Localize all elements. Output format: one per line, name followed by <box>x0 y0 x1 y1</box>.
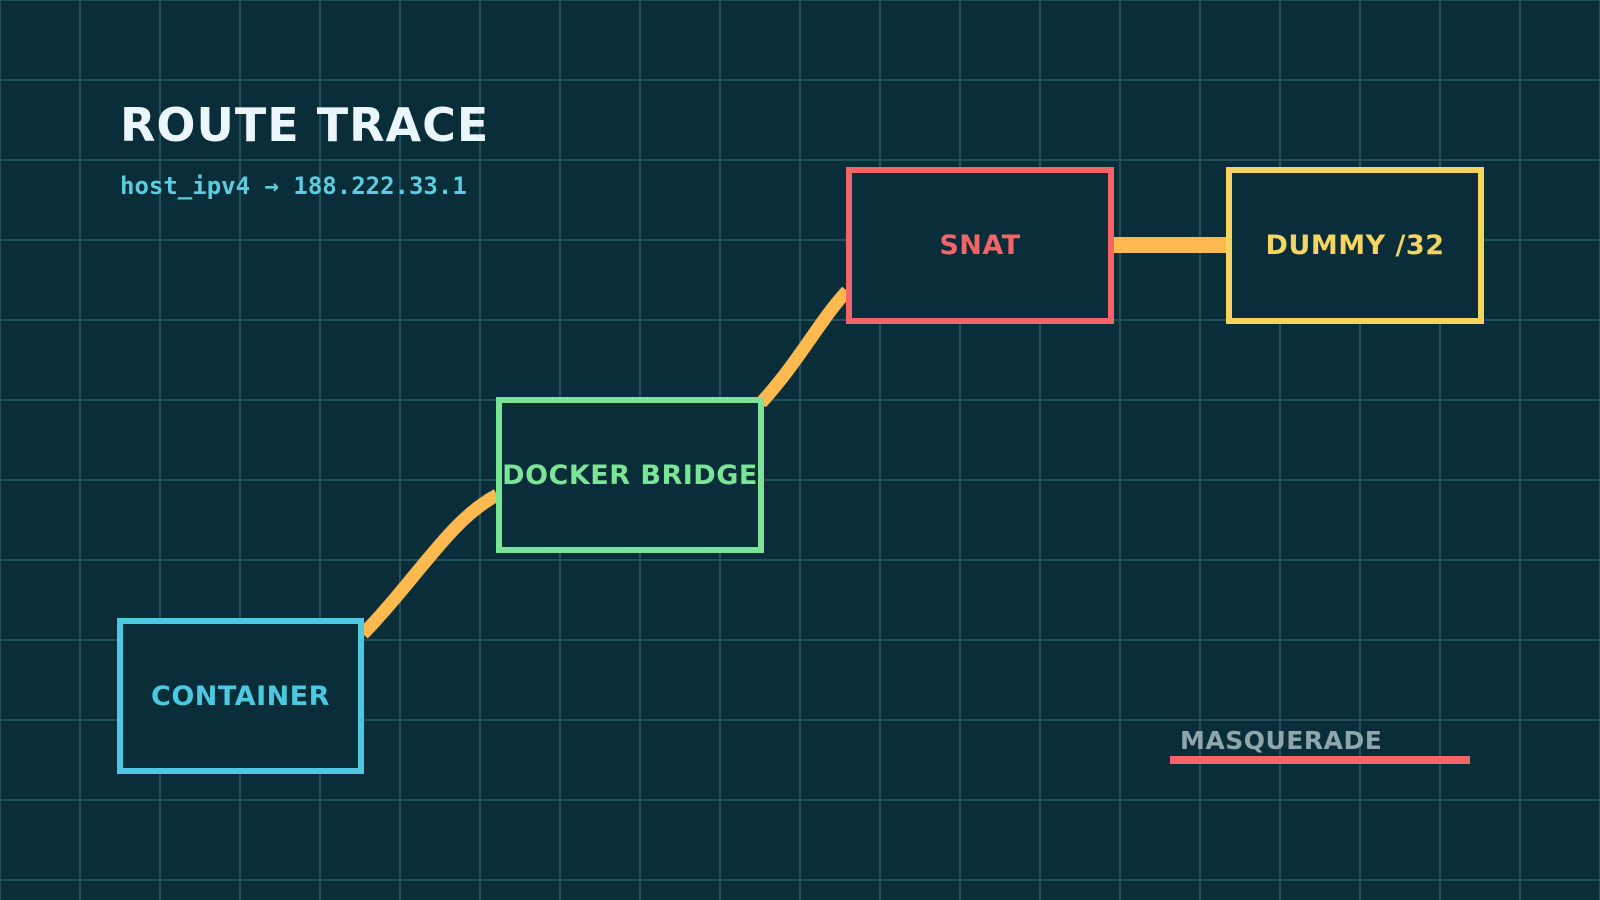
node-snat: SNAT <box>846 167 1114 324</box>
link-container-to-docker-bridge <box>358 489 501 639</box>
node-container: CONTAINER <box>117 618 364 774</box>
route-subtitle: host_ipv4 → 188.222.33.1 <box>120 172 467 200</box>
legend-masquerade-line <box>1170 756 1470 764</box>
node-container-label: CONTAINER <box>151 680 330 712</box>
legend-masquerade-label: MASQUERADE <box>1180 726 1383 755</box>
link-docker-bridge-to-snat <box>756 286 852 408</box>
node-docker-bridge: DOCKER BRIDGE <box>496 397 764 553</box>
node-snat-label: SNAT <box>939 230 1021 261</box>
node-docker-bridge-label: DOCKER BRIDGE <box>502 459 758 491</box>
node-dummy: DUMMY /32 <box>1226 167 1484 324</box>
node-dummy-label: DUMMY /32 <box>1265 230 1445 261</box>
diagram-title: ROUTE TRACE <box>120 98 490 152</box>
